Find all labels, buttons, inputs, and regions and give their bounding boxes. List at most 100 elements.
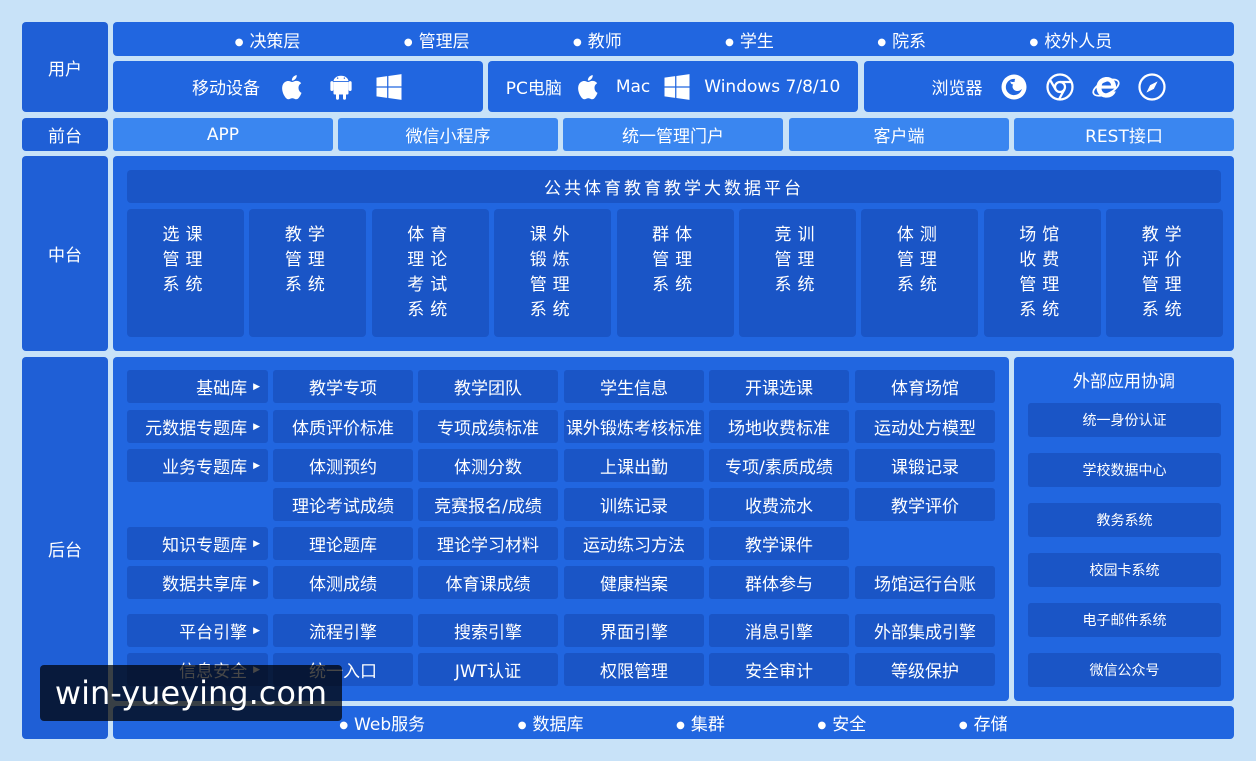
data-cell[interactable]: 开课选课 — [709, 370, 849, 403]
data-cell[interactable]: 界面引擎 — [564, 614, 704, 647]
data-cell[interactable]: 学生信息 — [564, 370, 704, 403]
mobile-devices-label: 移动设备 — [192, 79, 260, 99]
category-label[interactable]: 业务专题库 — [127, 449, 268, 482]
data-cell[interactable]: 竞赛报名/成绩 — [418, 488, 558, 521]
data-cell[interactable]: 教学课件 — [709, 527, 849, 560]
data-cell[interactable]: 理论学习材料 — [418, 527, 558, 560]
data-cell[interactable]: 消息引擎 — [709, 614, 849, 647]
front-tile[interactable]: REST接口 — [1014, 118, 1234, 151]
user-role: 管理层 — [404, 27, 470, 52]
data-cell[interactable]: 教学专项 — [273, 370, 413, 403]
external-app[interactable]: 统一身份认证 — [1028, 403, 1221, 437]
category-label[interactable]: 元数据专题库 — [127, 410, 268, 443]
data-cell[interactable]: 搜索引擎 — [418, 614, 558, 647]
data-cell[interactable]: 体测预约 — [273, 449, 413, 482]
data-cell[interactable]: 外部集成引擎 — [855, 614, 995, 647]
mac-label: Mac — [615, 76, 651, 97]
system-tile[interactable]: 课外锻炼管理系统 — [494, 209, 612, 337]
external-app[interactable]: 微信公众号 — [1028, 653, 1221, 687]
system-tile-line: 管理 — [774, 250, 821, 270]
category-label[interactable]: 知识专题库 — [127, 527, 268, 560]
data-cell[interactable]: 课锻记录 — [855, 449, 995, 482]
system-tile-line: 管理 — [652, 250, 699, 270]
system-tile[interactable]: 体测管理系统 — [861, 209, 979, 337]
external-app[interactable]: 电子邮件系统 — [1028, 603, 1221, 637]
data-cell[interactable]: 教学团队 — [418, 370, 558, 403]
system-tile-line: 系统 — [162, 275, 209, 295]
system-tile-line: 群体 — [652, 225, 699, 245]
system-tile-line: 系统 — [774, 275, 821, 295]
system-tile-line: 锻炼 — [529, 250, 576, 270]
system-tile[interactable]: 选课管理系统 — [127, 209, 244, 337]
front-tile[interactable]: APP — [113, 118, 333, 151]
layer-label-front: 前台 — [22, 118, 108, 151]
system-tile[interactable]: 场馆收费管理系统 — [983, 209, 1101, 337]
apple-icon — [278, 72, 308, 102]
front-tile[interactable]: 微信小程序 — [338, 118, 558, 151]
apple-icon — [574, 72, 604, 102]
data-cell[interactable]: 理论题库 — [273, 527, 413, 560]
data-cell[interactable]: 体育场馆 — [855, 370, 995, 403]
data-cell[interactable]: 体测分数 — [418, 449, 558, 482]
data-cell[interactable]: 运动处方模型 — [855, 410, 995, 443]
system-tile[interactable]: 竞训管理系统 — [739, 209, 856, 337]
system-tile-line: 系统 — [896, 275, 943, 295]
data-cell[interactable]: 训练记录 — [564, 488, 704, 521]
data-cell[interactable]: 理论考试成绩 — [273, 488, 413, 521]
infra-item: 存储 — [959, 710, 1008, 735]
system-tile[interactable]: 教学评价管理系统 — [1106, 209, 1224, 337]
android-icon — [326, 72, 356, 102]
system-tile-line: 管理 — [529, 275, 576, 295]
windows-icon — [374, 72, 404, 102]
system-tile[interactable]: 体育理论考试系统 — [371, 209, 489, 337]
external-app[interactable]: 教务系统 — [1028, 503, 1221, 537]
data-cell[interactable]: 上课出勤 — [564, 449, 704, 482]
system-tile-line: 教学 — [1141, 225, 1188, 245]
data-cell[interactable]: 收费流水 — [709, 488, 849, 521]
category-label[interactable]: 数据共享库 — [127, 566, 268, 599]
infra-item: 安全 — [818, 710, 866, 735]
user-role: 院系 — [877, 27, 926, 52]
system-tile-line: 体育 — [407, 225, 454, 245]
system-tile[interactable]: 教学管理系统 — [249, 209, 367, 337]
data-cell[interactable]: 体育课成绩 — [418, 566, 558, 599]
system-tile[interactable]: 群体管理系统 — [616, 209, 734, 337]
system-tile-line: 管理 — [162, 250, 209, 270]
external-title: 外部应用协调 — [1073, 371, 1175, 392]
external-app[interactable]: 校园卡系统 — [1028, 553, 1221, 587]
system-tile-line: 管理 — [1141, 275, 1188, 295]
data-cell[interactable]: 专项/素质成绩 — [709, 449, 849, 482]
data-cell[interactable]: 权限管理 — [564, 653, 704, 686]
data-cell[interactable]: 场地收费标准 — [709, 410, 849, 443]
data-cell[interactable]: 运动练习方法 — [564, 527, 704, 560]
system-tile-line: 系统 — [1019, 300, 1066, 320]
user-role: 学生 — [725, 27, 774, 52]
user-role: 教师 — [573, 27, 622, 52]
infra-item: 集群 — [676, 710, 725, 735]
data-cell[interactable]: 健康档案 — [564, 566, 704, 599]
data-cell[interactable]: 场馆运行台账 — [855, 566, 995, 599]
system-tile-line: 系统 — [407, 300, 454, 320]
data-cell[interactable]: 流程引擎 — [273, 614, 413, 647]
front-tile[interactable]: 统一管理门户 — [563, 118, 783, 151]
data-cell[interactable]: 教学评价 — [855, 488, 995, 521]
data-cell[interactable]: 课外锻炼考核标准 — [564, 410, 704, 443]
ie-icon — [1091, 72, 1121, 102]
data-cell[interactable]: 群体参与 — [709, 566, 849, 599]
data-cell[interactable]: 专项成绩标准 — [418, 410, 558, 443]
pc-devices-label: PC电脑 — [505, 79, 562, 99]
system-tile-line: 教学 — [284, 225, 331, 245]
pc-devices-group: PC电脑 Mac Windows 7/8/10 — [488, 61, 858, 112]
system-tile-line: 系统 — [1141, 300, 1188, 320]
category-label[interactable]: 基础库 — [127, 370, 268, 403]
category-label[interactable]: 平台引擎 — [127, 614, 268, 647]
data-cell[interactable]: 体测成绩 — [273, 566, 413, 599]
data-cell[interactable]: 安全审计 — [709, 653, 849, 686]
windows-icon — [662, 72, 692, 102]
data-cell[interactable]: 体质评价标准 — [273, 410, 413, 443]
browsers-group: 浏览器 — [864, 61, 1234, 112]
external-app[interactable]: 学校数据中心 — [1028, 453, 1221, 487]
front-tile[interactable]: 客户端 — [789, 118, 1009, 151]
data-cell[interactable]: 等级保护 — [855, 653, 995, 686]
data-cell[interactable]: JWT认证 — [418, 653, 558, 686]
